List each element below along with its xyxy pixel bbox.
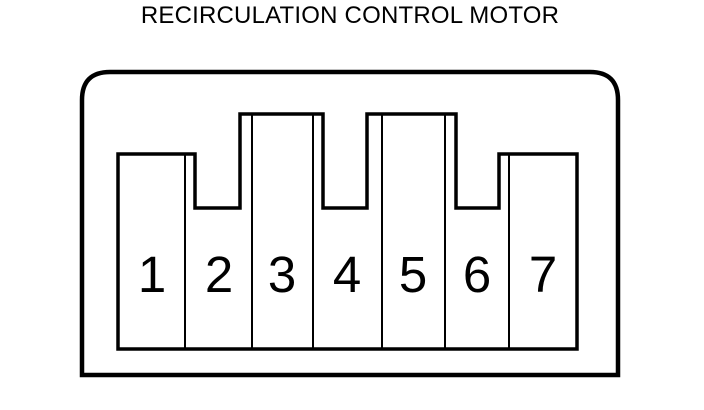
pin-block-outline (116, 112, 579, 351)
pin-number-7: 7 (529, 246, 557, 303)
figure-title: RECIRCULATION CONTROL MOTOR (141, 2, 559, 29)
pin-number-1: 1 (138, 246, 166, 303)
pin-number-5: 5 (399, 246, 427, 303)
pin-number-4: 4 (333, 246, 361, 303)
pin-number-6: 6 (463, 246, 491, 303)
pin-number-2: 2 (205, 246, 233, 303)
pin-number-3: 3 (268, 246, 296, 303)
